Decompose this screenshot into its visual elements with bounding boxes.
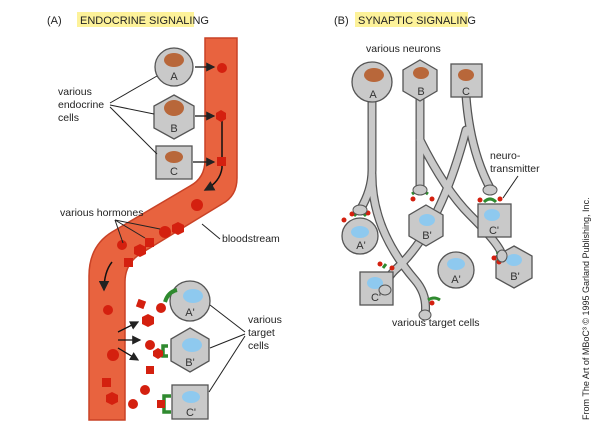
svg-text:A: A (369, 89, 377, 101)
svg-text:A: A (170, 71, 178, 83)
svg-text:B: B (170, 123, 177, 135)
leader-lines-targets (208, 304, 246, 393)
label-neurotransmitter-1: neuro- (490, 150, 521, 162)
leader-line-bloodstream (201, 223, 221, 240)
label-endocrine-3: cells (58, 112, 79, 124)
panel-a-title: ENDOCRINE SIGNALING (80, 15, 209, 27)
neuron-a: A (351, 61, 393, 103)
label-bloodstream: bloodstream (222, 233, 280, 245)
svg-text:C': C' (186, 407, 196, 419)
neuron-b: B (402, 59, 438, 102)
label-target-1: various (248, 314, 282, 326)
svg-text:C: C (462, 86, 470, 98)
target-cell-a-prime: A' (156, 280, 211, 322)
svg-text:B': B' (185, 357, 194, 369)
panel-b-title: SYNAPTIC SIGNALING (358, 15, 476, 27)
hormones-exiting (117, 298, 155, 409)
leader-lines-hormones (114, 219, 161, 244)
synaptic-target-c-prime-top: C' (477, 196, 512, 238)
panel-a-letter: (A) (47, 15, 62, 27)
label-target-2: target (248, 327, 275, 339)
svg-text:B: B (417, 86, 424, 98)
svg-text:A': A' (451, 274, 460, 286)
leader-lines-endocrine (109, 75, 158, 155)
svg-text:B': B' (422, 230, 431, 242)
hormones-in-blood (102, 63, 227, 405)
panel-b-letter: (B) (334, 15, 349, 27)
svg-text:A': A' (185, 307, 194, 319)
endocrine-cell-b: B (153, 94, 195, 140)
svg-text:C': C' (489, 225, 499, 237)
target-cell-c-prime: C' (157, 384, 209, 420)
axon-terminals (352, 184, 508, 321)
svg-text:B': B' (510, 271, 519, 283)
target-cell-b-prime: B' (153, 327, 210, 373)
svg-text:A': A' (356, 240, 365, 252)
label-endocrine-1: various (58, 86, 92, 98)
panel-a-title-highlight (77, 12, 194, 27)
label-hormones: various hormones (60, 207, 143, 219)
svg-text:C: C (170, 166, 178, 178)
svg-text:C': C' (371, 292, 381, 304)
endocrine-cell-c: C (155, 145, 193, 180)
panel-b-title-highlight (355, 12, 468, 27)
neuron-c: C (450, 63, 483, 98)
flow-arrow-upper (203, 120, 223, 191)
leader-line-neurotransmitter (502, 175, 519, 199)
synaptic-target-b-prime: B' (408, 189, 444, 247)
synaptic-target-a-prime-bottom: A' (427, 251, 475, 306)
flow-arrow-lower (98, 261, 113, 292)
label-target-cells: various target cells (392, 317, 480, 329)
label-target-3: cells (248, 340, 269, 352)
label-neurotransmitter-2: transmitter (490, 163, 540, 175)
endocrine-cell-a: A (154, 47, 194, 87)
synaptic-target-a-prime: A' (341, 207, 379, 255)
label-endocrine-2: endocrine (58, 99, 104, 111)
synaptic-target-c-prime-bottom: C' (359, 261, 395, 306)
label-neurons: various neurons (366, 43, 441, 55)
credit-line: From The Art of MBoC³ © 1995 Garland Pub… (581, 197, 591, 420)
